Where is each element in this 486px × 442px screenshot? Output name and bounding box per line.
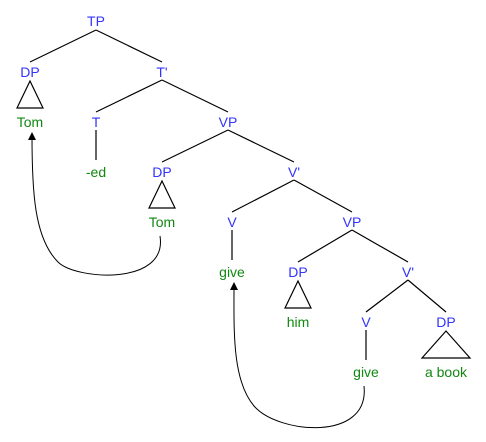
edge-vp-vbar (227, 129, 295, 163)
node-dp-book: DP (436, 314, 455, 330)
node-v-upper: V (227, 214, 237, 230)
node-dp-him: DP (288, 264, 307, 280)
word-tom-subject: Tom (17, 114, 43, 130)
node-t: T (92, 114, 101, 130)
word-him: him (287, 314, 310, 330)
tree-edges (29, 29, 447, 360)
movement-arrow-give (229, 282, 365, 429)
movement-arrows (28, 132, 365, 429)
word-tom-trace: Tom (149, 214, 175, 230)
node-vp-lower: VP (343, 214, 362, 230)
triangle-dp-subject (16, 79, 44, 109)
edge-vbar-vp (293, 179, 353, 213)
edge-vbar-v (231, 179, 295, 213)
edge-tbar-vp (161, 79, 229, 113)
word-ed: -ed (86, 164, 106, 180)
triangle-dp-him (284, 279, 312, 309)
node-tp: TP (87, 13, 105, 29)
word-a-book: a book (425, 364, 468, 380)
word-give-upper: give (219, 264, 245, 280)
edge-tp-dp (29, 29, 97, 63)
dp-triangles (16, 79, 472, 359)
edge-vbar2-dp (407, 279, 447, 313)
node-labels: TP DP Tom T' T -ed VP DP Tom V' V give V… (17, 13, 468, 380)
node-dp-subject: DP (20, 64, 39, 80)
triangle-dp-book (420, 330, 472, 359)
edge-tbar-t (95, 79, 163, 113)
edge-vp2-vbar (351, 229, 409, 263)
edge-vbar2-v (365, 279, 409, 313)
edge-tp-tbar (95, 29, 163, 63)
node-vp-upper: VP (219, 114, 238, 130)
triangle-dp-trace (148, 179, 176, 209)
node-v-lower: V (361, 314, 371, 330)
edge-vp-dp (161, 129, 229, 163)
movement-arrow-tom (28, 132, 161, 276)
word-give-lower: give (353, 364, 379, 380)
node-v-bar-lower: V' (402, 264, 414, 280)
node-t-bar: T' (156, 64, 167, 80)
node-v-bar-upper: V' (288, 164, 300, 180)
edge-vp2-dp (297, 229, 353, 263)
node-dp-trace: DP (152, 164, 171, 180)
